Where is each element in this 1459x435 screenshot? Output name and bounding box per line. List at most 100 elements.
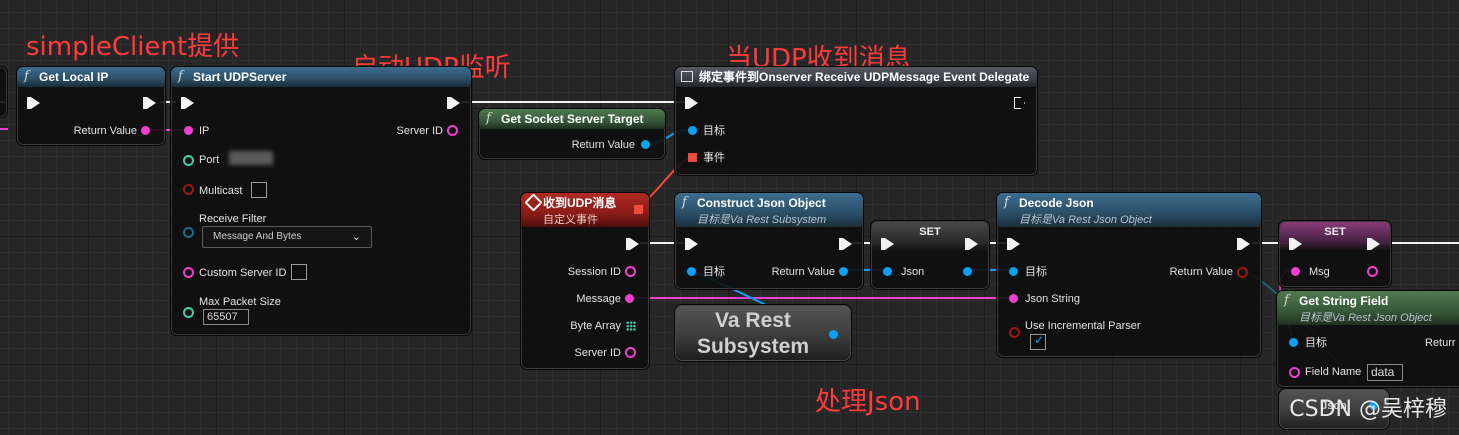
field-name-input[interactable]: data — [1367, 364, 1403, 381]
msg-in-pin[interactable] — [1291, 267, 1300, 276]
server-id-pin[interactable] — [447, 125, 458, 136]
node-get-string-field[interactable]: f Get String Field 目标是Va Rest Json Objec… — [1276, 290, 1459, 388]
redacted-port-value — [229, 151, 273, 165]
return-value-pin[interactable] — [1237, 267, 1248, 278]
exec-in-pin[interactable] — [1007, 238, 1020, 250]
json-string-pin[interactable] — [1009, 294, 1018, 303]
node-subtitle: 目标是Va Rest Json Object — [1019, 214, 1152, 226]
pin-label: Field Name — [1305, 366, 1362, 378]
node-title: SET — [1324, 226, 1346, 238]
subsystem-label-line1: Va Rest — [715, 309, 791, 332]
exec-in-pin[interactable] — [27, 97, 40, 109]
node-decode-json[interactable]: f Decode Json 目标是Va Rest Json Object 目标 … — [996, 192, 1262, 358]
pin-label: Returr — [1425, 337, 1456, 349]
exec-out-pin[interactable] — [143, 97, 156, 109]
pin-label: Session ID — [567, 266, 621, 278]
ip-pin[interactable] — [184, 126, 193, 135]
function-icon: f — [1004, 195, 1009, 210]
receive-filter-dropdown[interactable]: Message And Bytes ⌄ — [202, 226, 372, 248]
exec-out-pin[interactable] — [1367, 238, 1380, 250]
node-header[interactable]: f Get String Field 目标是Va Rest Json Objec… — [1277, 291, 1459, 325]
exec-in-pin[interactable] — [881, 238, 894, 250]
subsystem-out-pin[interactable] — [829, 330, 838, 339]
exec-out-pin[interactable] — [626, 238, 639, 250]
max-packet-size-input[interactable]: 65507 — [203, 309, 249, 325]
function-icon: f — [1284, 293, 1289, 308]
node-title: SET — [919, 226, 941, 238]
node-va-rest-subsystem[interactable]: Va Rest Subsystem — [674, 304, 852, 362]
return-value-pin[interactable] — [641, 140, 650, 149]
use-incremental-parser-checkbox[interactable]: ✓ — [1030, 333, 1046, 350]
exec-out-pin[interactable] — [965, 238, 978, 250]
target-pin[interactable] — [687, 267, 696, 276]
node-bind-event[interactable]: 绑定事件到Onserver Receive UDPMessage Event D… — [674, 66, 1038, 176]
exec-out-pin[interactable] — [1237, 238, 1250, 250]
node-subtitle: 目标是Va Rest Subsystem — [697, 214, 827, 226]
node-header[interactable]: 绑定事件到Onserver Receive UDPMessage Event D… — [675, 67, 1037, 87]
delegate-out-pin[interactable] — [634, 205, 643, 214]
exec-out-pin[interactable] — [1014, 97, 1025, 109]
event-pin[interactable] — [688, 153, 697, 162]
pin-label: Return Value — [1169, 266, 1233, 278]
msg-out-pin[interactable] — [1367, 266, 1378, 277]
json-var-out-pin[interactable] — [1369, 401, 1378, 410]
session-id-pin[interactable] — [625, 266, 636, 277]
pin-label: Msg — [1309, 266, 1330, 278]
field-name-pin[interactable] — [1289, 367, 1300, 378]
byte-array-pin[interactable] — [626, 321, 636, 331]
function-icon: f — [682, 195, 687, 210]
node-header[interactable]: 收到UDP消息 自定义事件 — [521, 193, 649, 227]
max-packet-size-pin[interactable] — [183, 307, 194, 318]
annotation-process-json: 处理Json — [815, 387, 921, 417]
return-value-pin[interactable] — [839, 267, 848, 276]
receive-filter-pin[interactable] — [183, 227, 194, 238]
offscreen-node-fragment[interactable] — [0, 66, 8, 118]
node-construct-json-object[interactable]: f Construct Json Object 目标是Va Rest Subsy… — [674, 192, 864, 290]
pin-label: Receive Filter — [199, 213, 267, 225]
node-title: 收到UDP消息 — [543, 196, 617, 210]
exec-in-pin[interactable] — [181, 97, 194, 109]
node-on-udp-message[interactable]: 收到UDP消息 自定义事件 Session ID Message Byte Ar… — [520, 192, 650, 370]
message-pin[interactable] — [625, 294, 634, 303]
return-value-pin[interactable] — [141, 126, 150, 135]
pin-label: Return Value — [571, 139, 635, 151]
exec-out-pin[interactable] — [447, 97, 460, 109]
pin-label: Json String — [1025, 293, 1081, 305]
target-pin[interactable] — [1009, 267, 1018, 276]
custom-server-id-pin[interactable] — [183, 267, 194, 278]
node-set-msg[interactable]: SET Msg — [1278, 220, 1392, 288]
pin-label: Custom Server ID — [199, 267, 287, 279]
pin-label: Return Value — [771, 266, 835, 278]
watermark: CSDN @吴梓穆 — [1289, 397, 1447, 422]
port-pin[interactable] — [183, 155, 194, 166]
pin-label: Byte Array — [570, 320, 621, 332]
custom-server-id-input[interactable] — [291, 264, 307, 280]
multicast-checkbox[interactable] — [251, 182, 267, 198]
json-out-pin[interactable] — [963, 267, 972, 276]
target-pin[interactable] — [1289, 338, 1298, 347]
pin-label: Use Incremental Parser — [1025, 320, 1141, 332]
server-id-pin[interactable] — [625, 347, 636, 358]
pin-label: IP — [199, 125, 210, 137]
node-set-json[interactable]: SET Json — [870, 220, 990, 290]
exec-in-pin[interactable] — [1289, 238, 1302, 250]
exec-in-pin[interactable] — [685, 238, 698, 250]
exec-in-pin[interactable] — [685, 97, 698, 109]
exec-out-pin[interactable] — [839, 238, 852, 250]
target-pin[interactable] — [688, 126, 697, 135]
node-json-variable[interactable]: Json — [1278, 388, 1390, 430]
json-in-pin[interactable] — [883, 267, 892, 276]
multicast-pin[interactable] — [183, 184, 194, 195]
node-header[interactable]: f Decode Json 目标是Va Rest Json Object — [997, 193, 1261, 227]
pin-label: 事件 — [703, 152, 725, 164]
use-incremental-parser-pin[interactable] — [1009, 327, 1020, 338]
node-header[interactable]: f Construct Json Object 目标是Va Rest Subsy… — [675, 193, 863, 227]
node-subtitle: 自定义事件 — [543, 214, 598, 226]
node-title: Decode Json — [1019, 196, 1094, 210]
